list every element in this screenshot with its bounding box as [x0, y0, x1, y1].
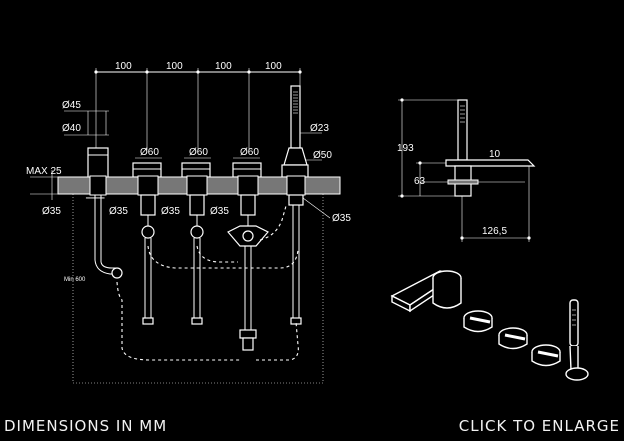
handle-dia-1: Ø60 [140, 147, 159, 158]
spacing-label: 100 [265, 61, 282, 72]
hole-dia-2: Ø35 [109, 206, 128, 217]
height-label: 193 [397, 143, 414, 154]
projection-label: 126,5 [482, 226, 507, 237]
handles [132, 162, 262, 178]
hole-dia-1: Ø35 [42, 206, 61, 217]
spout-dia-top: Ø45 [62, 100, 81, 111]
spacing-extension-lines [95, 68, 301, 150]
units-caption: DIMENSIONS IN MM [4, 417, 168, 435]
valves [140, 194, 304, 247]
spacing-label: 100 [215, 61, 232, 72]
supply-pipes [94, 195, 300, 330]
hole-dia-3: Ø35 [161, 206, 180, 217]
max-deck-label: MAX 25 [26, 166, 62, 177]
spout-body [87, 147, 109, 179]
hole-dia-5: Ø35 [332, 213, 351, 224]
shower-dia-base: Ø50 [313, 150, 332, 161]
handle-dia-2: Ø60 [189, 147, 208, 158]
enlarge-link[interactable]: CLICK TO ENLARGE [458, 417, 620, 435]
handle-dia-3: Ø60 [240, 147, 259, 158]
cabinet-outline [72, 194, 324, 384]
spacing-label: 100 [166, 61, 183, 72]
spout-height-label: 63 [414, 176, 426, 187]
shower-dia-top: Ø23 [310, 123, 329, 134]
spacing-label: 100 [115, 61, 132, 72]
hand-shower [281, 85, 309, 178]
spout-offset-label: 10 [489, 149, 501, 160]
side-view: 193 63 10 126,5 [397, 98, 536, 242]
product-illustration [390, 270, 589, 381]
spacing-ticks [94, 70, 302, 74]
front-view: 100 100 100 100 Ø45 Ø40 Ø60 Ø60 Ø60 [26, 61, 351, 384]
hose-min-label: Min 600 [64, 277, 86, 283]
hole-dia-4: Ø35 [210, 206, 229, 217]
spout-dia-bottom: Ø40 [62, 123, 81, 134]
